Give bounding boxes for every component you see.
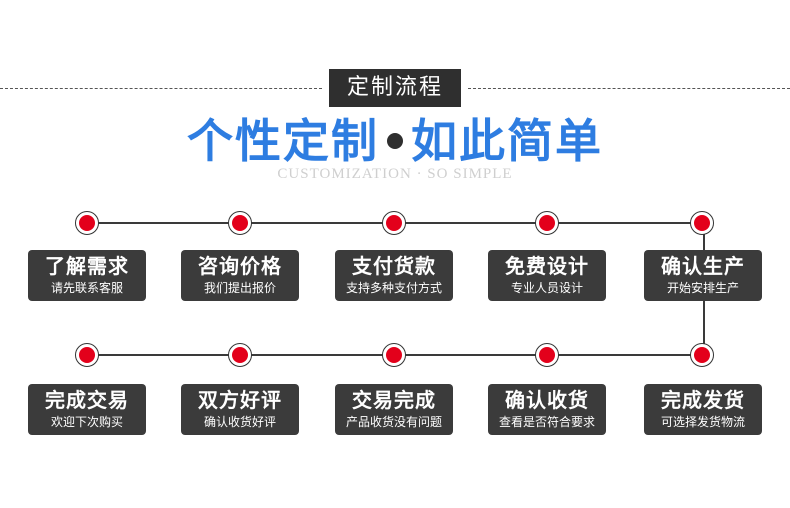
step-desc: 产品收货没有问题 bbox=[345, 415, 442, 429]
headline-right: 如此简单 bbox=[411, 114, 603, 168]
step-card-confirm-receipt: 确认收货 查看是否符合要求 bbox=[488, 384, 606, 435]
step-title: 支付货款 bbox=[352, 254, 436, 278]
step-desc: 可选择发货物流 bbox=[660, 415, 745, 429]
step-card-understand-needs: 了解需求 请先联系客服 bbox=[28, 250, 146, 301]
step-card-free-design: 免费设计 专业人员设计 bbox=[488, 250, 606, 301]
step-title: 交易完成 bbox=[352, 388, 436, 412]
step-card-mutual-review: 双方好评 确认收货好评 bbox=[181, 384, 299, 435]
page-subtitle: CUSTOMIZATION · SO SIMPLE bbox=[277, 166, 513, 182]
step-desc: 专业人员设计 bbox=[510, 281, 583, 295]
step-desc: 请先联系客服 bbox=[50, 281, 123, 295]
step-desc: 我们提出报价 bbox=[203, 281, 276, 295]
step-desc: 确认收货好评 bbox=[203, 415, 276, 429]
step-desc: 开始安排生产 bbox=[666, 281, 739, 295]
timeline-node bbox=[382, 211, 406, 235]
step-title: 完成发货 bbox=[661, 388, 745, 412]
timeline-node bbox=[75, 211, 99, 235]
step-title: 完成交易 bbox=[45, 388, 129, 412]
step-title: 咨询价格 bbox=[198, 254, 282, 278]
section-tag: 定制流程 bbox=[329, 69, 461, 107]
step-title: 了解需求 bbox=[45, 254, 129, 278]
step-title: 双方好评 bbox=[198, 388, 282, 412]
timeline-node bbox=[382, 343, 406, 367]
timeline-node bbox=[228, 343, 252, 367]
step-card-transaction-done: 交易完成 产品收货没有问题 bbox=[335, 384, 453, 435]
step-card-confirm-production: 确认生产 开始安排生产 bbox=[644, 250, 762, 301]
timeline-node bbox=[535, 343, 559, 367]
step-card-deal-complete: 完成交易 欢迎下次购买 bbox=[28, 384, 146, 435]
timeline-node bbox=[75, 343, 99, 367]
separator-dot-icon bbox=[387, 132, 403, 149]
step-title: 确认收货 bbox=[505, 388, 589, 412]
step-title: 确认生产 bbox=[661, 254, 745, 278]
step-desc: 支持多种支付方式 bbox=[345, 281, 442, 295]
timeline-node bbox=[690, 211, 714, 235]
timeline-node bbox=[228, 211, 252, 235]
header-divider-right bbox=[468, 88, 790, 89]
page-headline: 个性定制如此简单 bbox=[0, 113, 790, 169]
step-desc: 查看是否符合要求 bbox=[498, 415, 595, 429]
headline-left: 个性定制 bbox=[187, 114, 379, 168]
timeline-node bbox=[535, 211, 559, 235]
step-desc: 欢迎下次购买 bbox=[50, 415, 123, 429]
step-title: 免费设计 bbox=[505, 254, 589, 278]
step-card-shipped: 完成发货 可选择发货物流 bbox=[644, 384, 762, 435]
timeline-node bbox=[690, 343, 714, 367]
step-card-payment: 支付货款 支持多种支付方式 bbox=[335, 250, 453, 301]
step-card-inquire-price: 咨询价格 我们提出报价 bbox=[181, 250, 299, 301]
header-divider-left bbox=[0, 88, 322, 89]
